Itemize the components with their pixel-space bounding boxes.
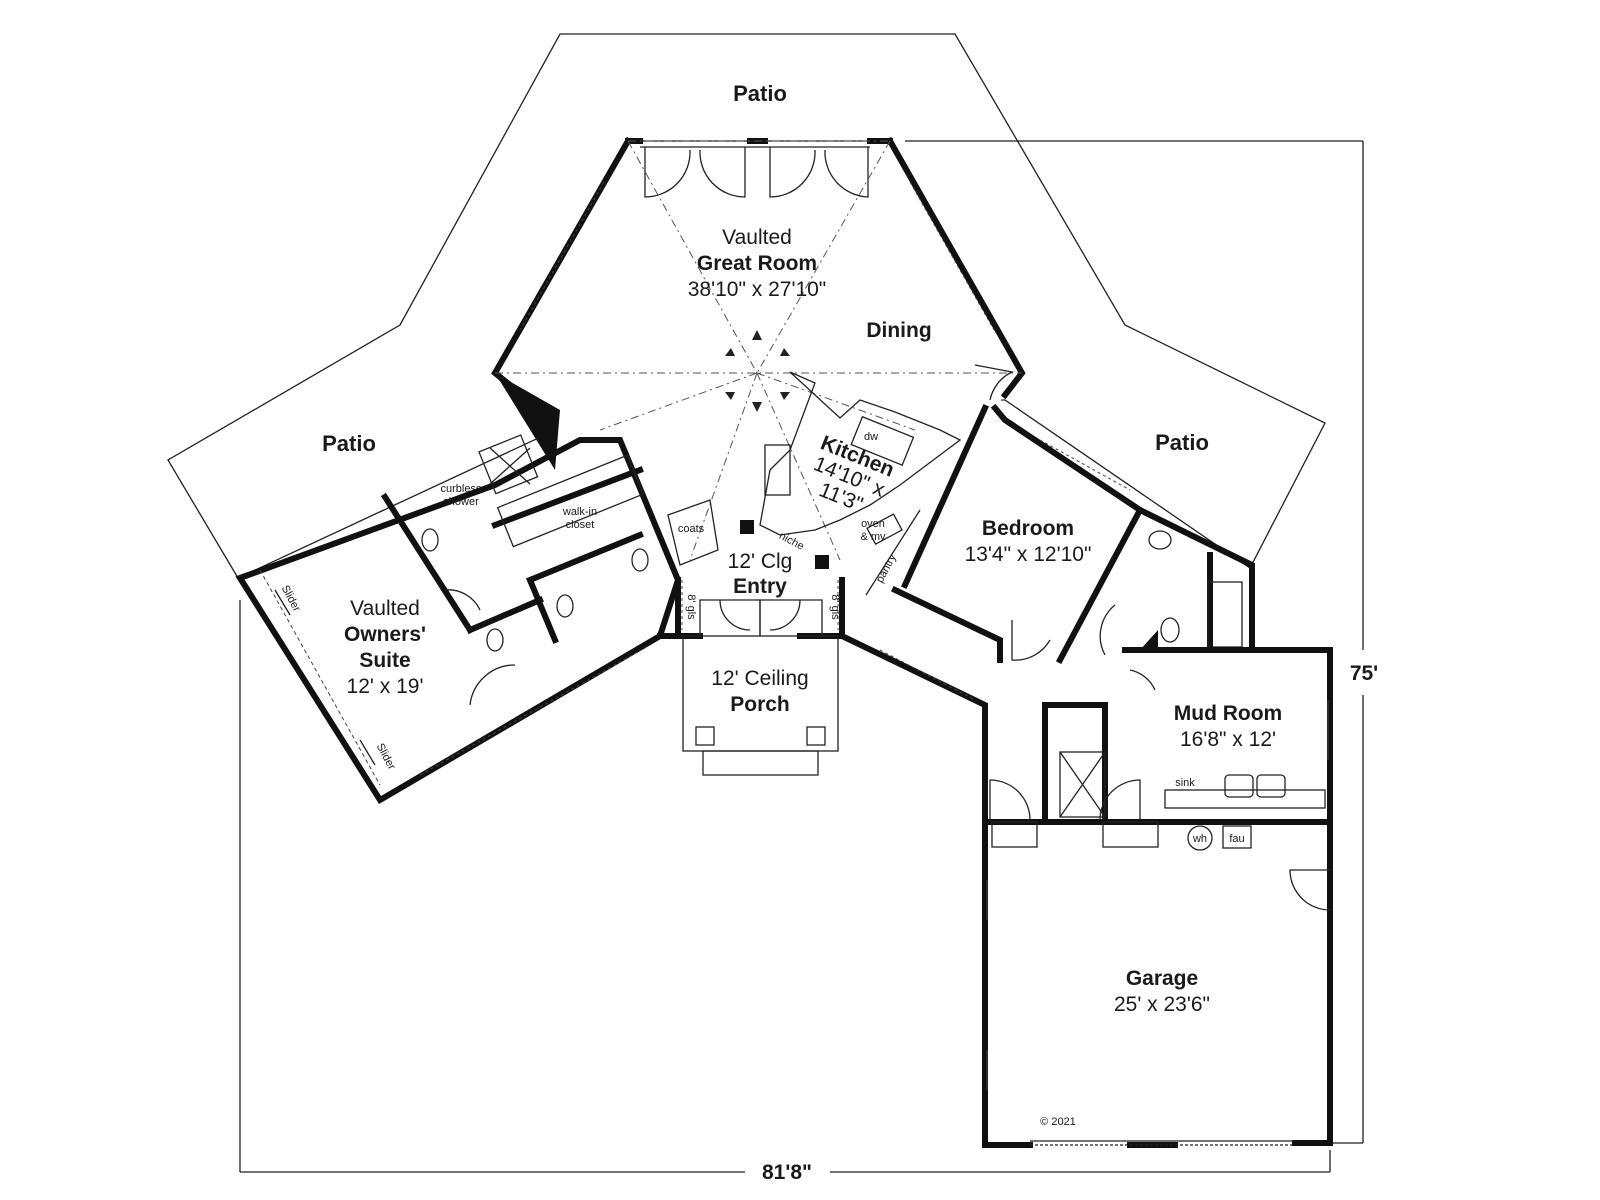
dining-label: Dining — [866, 319, 931, 342]
bedroom-wing-walls — [837, 403, 1255, 1148]
bedroom-name: Bedroom — [982, 517, 1074, 540]
patio-top-label: Patio — [733, 81, 787, 106]
sink-label: sink — [1175, 777, 1195, 789]
entry-name: Entry — [733, 575, 787, 598]
coats-label: coats — [678, 523, 705, 535]
owners-wing-walls — [235, 373, 682, 805]
width-dimension: 81'8" — [762, 1161, 812, 1184]
garage-walls — [982, 647, 1333, 1148]
shelf-right-label: 8' gls — [829, 594, 841, 620]
dimension-lines — [239, 140, 1364, 1173]
vault-lines — [495, 140, 1022, 561]
oven-label-2: & mv — [860, 531, 886, 543]
walk-in-label-1: walk-in — [562, 506, 597, 518]
porch — [682, 635, 839, 776]
depth-dimension: 75' — [1350, 662, 1378, 685]
patio-white-fill — [495, 141, 1022, 432]
dw-label: dw — [864, 431, 878, 443]
shelf-left-label: 8' gls — [685, 594, 697, 620]
mud-room-size: 16'8" x 12' — [1180, 728, 1276, 751]
great-room-vaulted: Vaulted — [722, 226, 792, 249]
shower-label-1: curbless — [441, 483, 482, 495]
fau-label: fau — [1229, 833, 1244, 845]
entry-ceiling: 12' Clg — [728, 550, 793, 573]
patio-outline — [167, 33, 1326, 579]
shower-label-2: shower — [443, 496, 479, 508]
porch-name: Porch — [730, 693, 790, 716]
great-room-size: 38'10" x 27'10" — [688, 278, 827, 301]
pantry-label: pantry — [874, 552, 899, 585]
copyright-label: © 2021 — [1040, 1116, 1076, 1128]
oven-label-1: oven — [861, 518, 885, 530]
garage-name: Garage — [1126, 967, 1198, 990]
garage-size: 25' x 23'6" — [1114, 993, 1210, 1016]
porch-ceiling: 12' Ceiling — [711, 667, 808, 690]
great-room-name: Great Room — [697, 252, 817, 275]
mud-room-name: Mud Room — [1174, 702, 1282, 725]
kitchen — [759, 371, 962, 596]
bedroom-size: 13'4" x 12'10" — [965, 543, 1092, 566]
walk-in-label-2: closet — [566, 519, 595, 531]
patio-right-label: Patio — [1155, 430, 1209, 455]
suite-vaulted: Vaulted — [350, 597, 420, 620]
slider-label-2: Slider — [374, 741, 398, 772]
suite-name-1: Owners' — [344, 623, 426, 646]
patio-left-label: Patio — [322, 431, 376, 456]
wh-label: wh — [1192, 833, 1207, 845]
suite-name-2: Suite — [359, 649, 410, 672]
suite-size: 12' x 19' — [347, 675, 424, 698]
